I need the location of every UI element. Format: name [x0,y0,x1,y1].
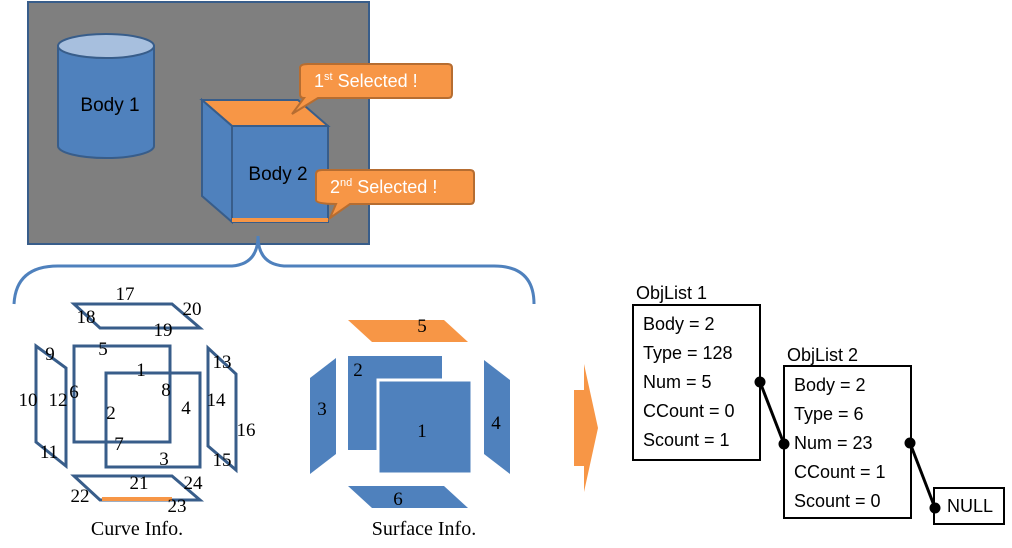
surface-label: 1 [417,421,427,442]
body1-cylinder[interactable]: Body 1 [57,33,155,159]
objlist1-row: Num = 5 [643,372,712,392]
curve-label: 10 [19,390,38,411]
null-label: NULL [947,496,993,516]
surface-info: 1 2 3 4 5 6 Surface Info. [310,316,510,540]
curve-label: 24 [184,473,204,494]
curve-label: 15 [213,450,232,471]
callout-first-selected: 1st Selected ! [291,63,453,115]
objlist1-row: Type = 128 [643,343,733,363]
surface-3[interactable] [310,358,336,474]
curve-label: 13 [213,352,232,373]
objlist2[interactable]: ObjList 2 Body = 2 Type = 6 Num = 23 CCount… [783,345,912,519]
right-arrow [574,364,598,492]
pointer-links [754,376,941,514]
objlist2-row: Body = 2 [794,375,866,395]
curve-label: 22 [71,486,90,507]
objlist2-row: CCount = 1 [794,462,886,482]
curve-label: 20 [183,299,202,320]
objlist1-title: ObjList 1 [636,283,707,303]
curve-label: 11 [40,442,58,463]
curve-label: 12 [49,390,68,411]
curve-caption: Curve Info. [91,518,183,540]
curve-label: 8 [161,380,171,401]
null-box: NULL [933,487,1005,525]
callout1-text: 1st Selected ! [314,71,418,91]
objlist2-row: Num = 23 [794,433,873,453]
curve-label: 4 [181,398,191,419]
curve-label: 23 [168,496,187,517]
objlist2-row: Scount = 0 [794,491,881,511]
curve-label: 18 [77,307,96,328]
surface-label: 3 [317,399,327,420]
callout-second-selected: 2nd Selected ! [315,169,475,221]
curve-label: 5 [98,339,108,360]
surface-1[interactable] [376,378,474,476]
curve-label: 14 [207,390,227,411]
curly-brace [12,235,536,305]
surface-4[interactable] [484,360,510,474]
objlist2-title: ObjList 2 [787,345,858,365]
body2-cube[interactable]: Body 2 [199,97,331,225]
curve-label: 21 [130,473,149,494]
objlist1-row: Body = 2 [643,314,715,334]
surface-label: 6 [393,489,403,510]
curve-label: 17 [116,284,135,305]
surface-6[interactable] [348,486,468,508]
curve-label: 16 [237,420,256,441]
curve-label: 3 [159,449,169,470]
surface-5[interactable] [348,320,468,342]
curve-label: 7 [114,434,124,455]
body1-label: Body 1 [80,95,139,116]
surface-label: 4 [491,413,501,434]
curve-label: 9 [45,344,55,365]
body2-label: Body 2 [248,164,307,185]
objlist1-row: CCount = 0 [643,401,735,421]
viewport-panel: Body 1 Body 2 1st Selected ! 2nd Selecte… [27,1,475,245]
objlist1-row: Scount = 1 [643,430,730,450]
curve-label: 1 [136,360,146,381]
curve-label: 6 [69,382,79,403]
curve-label: 2 [106,403,116,424]
curve-label: 19 [154,320,173,341]
callout2-text: 2nd Selected ! [330,177,437,197]
surface-caption: Surface Info. [372,518,476,540]
surface-label: 5 [417,316,427,337]
surface-label: 2 [353,360,363,381]
objlist2-row: Type = 6 [794,404,864,424]
